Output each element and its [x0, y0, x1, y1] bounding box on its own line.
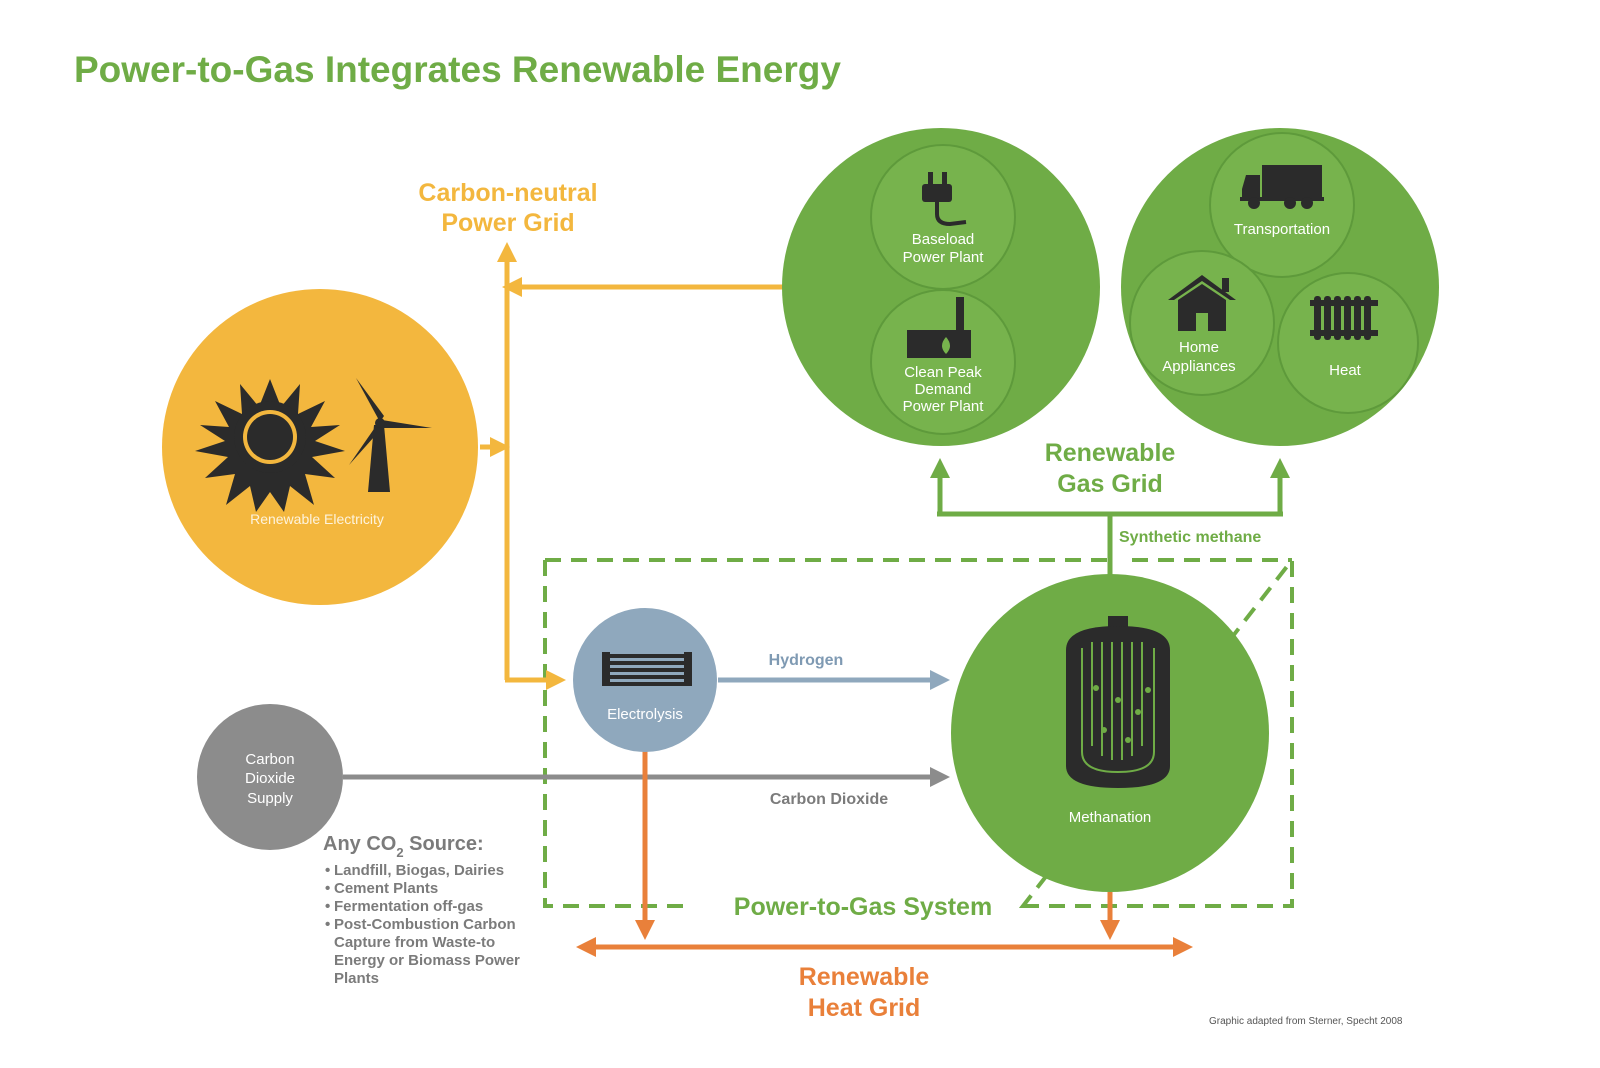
sun-icon — [195, 379, 345, 512]
heat-grid-label-line2: Heat Grid — [808, 994, 921, 1022]
co2-supply-node: Carbon Dioxide Supply — [197, 704, 343, 850]
baseload-label-line1: Baseload — [912, 231, 975, 248]
co2-sources-heading: Any CO2 Source: — [323, 833, 484, 860]
clean-peak-sub-circle — [870, 289, 1016, 435]
heat-grid-connections — [576, 748, 1193, 957]
hydrogen-label: Hydrogen — [769, 652, 844, 669]
house-icon — [1168, 275, 1236, 331]
co2-source-item: Post-Combustion Carbon — [334, 916, 516, 933]
electrolysis-circle — [573, 608, 717, 752]
co2-source-item-continued: Capture from Waste-to — [334, 934, 495, 951]
co2-sources-list: Any CO2 Source: • Landfill, Biogas, Dair… — [323, 833, 520, 987]
gas-grid-connections — [930, 458, 1290, 578]
baseload-label-line2: Power Plant — [903, 249, 985, 266]
co2-source-item: Cement Plants — [334, 880, 438, 897]
co2-source-item-continued: Plants — [334, 970, 379, 987]
gas-grid-label-line1: Renewable — [1045, 439, 1176, 467]
heat-sub-circle — [1277, 272, 1419, 414]
system-boundary-box — [543, 554, 1294, 908]
clean-peak-label-line1: Clean Peak — [904, 364, 982, 381]
co2-source-item: Landfill, Biogas, Dairies — [334, 862, 504, 879]
methanation-node: Methanation — [951, 574, 1269, 892]
wind-turbine-icon — [349, 378, 432, 492]
co2-source-bullet: • — [325, 898, 330, 915]
co2-source-bullet: • — [325, 880, 330, 897]
power-grid-label-line1: Carbon-neutral — [418, 179, 597, 207]
methanation-label: Methanation — [1069, 809, 1152, 826]
co2-sources-heading-post: Source: — [404, 833, 484, 855]
transportation-sub-circle — [1209, 132, 1355, 278]
gas-consumers-node: Transportation Home Appliances Heat — [1121, 128, 1439, 446]
co2-supply-label-line2: Dioxide — [245, 770, 295, 787]
source-credit: Graphic adapted from Sterner, Specht 200… — [1209, 1016, 1403, 1027]
gas-power-plants-node: Baseload Power Plant Clean Peak Demand P… — [782, 128, 1100, 446]
transportation-label: Transportation — [1234, 221, 1330, 238]
power-plant-icon — [907, 297, 971, 358]
co2-supply-label-line1: Carbon — [245, 751, 294, 768]
carbon-dioxide-label: Carbon Dioxide — [770, 791, 888, 808]
system-label: Power-to-Gas System — [734, 893, 992, 921]
radiator-icon — [1310, 296, 1378, 340]
co2-supply-circle — [197, 704, 343, 850]
co2-source-bullet: • — [325, 916, 330, 933]
heat-grid-label-line1: Renewable — [799, 963, 930, 991]
electrolysis-label: Electrolysis — [607, 706, 683, 723]
plug-icon — [922, 172, 967, 227]
truck-icon — [1240, 165, 1324, 209]
clean-peak-label-line3: Power Plant — [903, 398, 985, 415]
home-label-line2: Appliances — [1162, 358, 1235, 375]
heat-label: Heat — [1329, 362, 1362, 379]
page-title: Power-to-Gas Integrates Renewable Energy — [74, 49, 841, 90]
synthetic-methane-label: Synthetic methane — [1119, 529, 1261, 546]
co2-source-item: Fermentation off-gas — [334, 898, 483, 915]
electrolysis-node: Electrolysis — [573, 608, 717, 752]
co2-source-item-continued: Energy or Biomass Power — [334, 952, 520, 969]
co2-sources-heading-pre: Any CO — [323, 833, 396, 855]
baseload-sub-circle — [870, 144, 1016, 290]
clean-peak-label-line2: Demand — [915, 381, 972, 398]
home-sub-circle — [1129, 250, 1275, 396]
gas-grid-label-line2: Gas Grid — [1057, 470, 1163, 498]
home-label-line1: Home — [1179, 339, 1219, 356]
co2-source-bullet: • — [325, 862, 330, 879]
power-grid-label-line2: Power Grid — [441, 209, 574, 237]
renewable-electricity-label: Renewable Electricity — [250, 511, 384, 527]
co2-sources-heading-sub: 2 — [396, 845, 403, 860]
co2-supply-label-line3: Supply — [247, 790, 293, 807]
power-grid-connections — [480, 242, 790, 690]
renewable-electricity-node: Renewable Electricity — [162, 289, 478, 605]
electrolyzer-icon — [602, 652, 692, 686]
reactor-icon — [1066, 616, 1170, 788]
